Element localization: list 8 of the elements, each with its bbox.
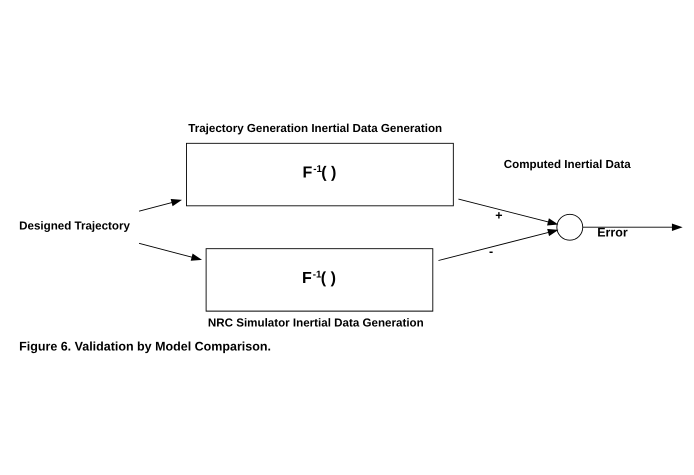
node-label: Trajectory Generation Inertial Data Generation bbox=[188, 122, 442, 136]
node-label: NRC Simulator Inertial Data Generation bbox=[208, 316, 424, 330]
edge-label: Error bbox=[597, 225, 628, 240]
node-text: Designed Trajectory bbox=[19, 219, 130, 232]
label: Computed Inertial Data bbox=[504, 158, 631, 171]
edge-label: - bbox=[488, 244, 494, 259]
edge-label: + bbox=[495, 208, 503, 223]
caption: Figure 6. Validation by Model Comparison. bbox=[19, 340, 271, 354]
